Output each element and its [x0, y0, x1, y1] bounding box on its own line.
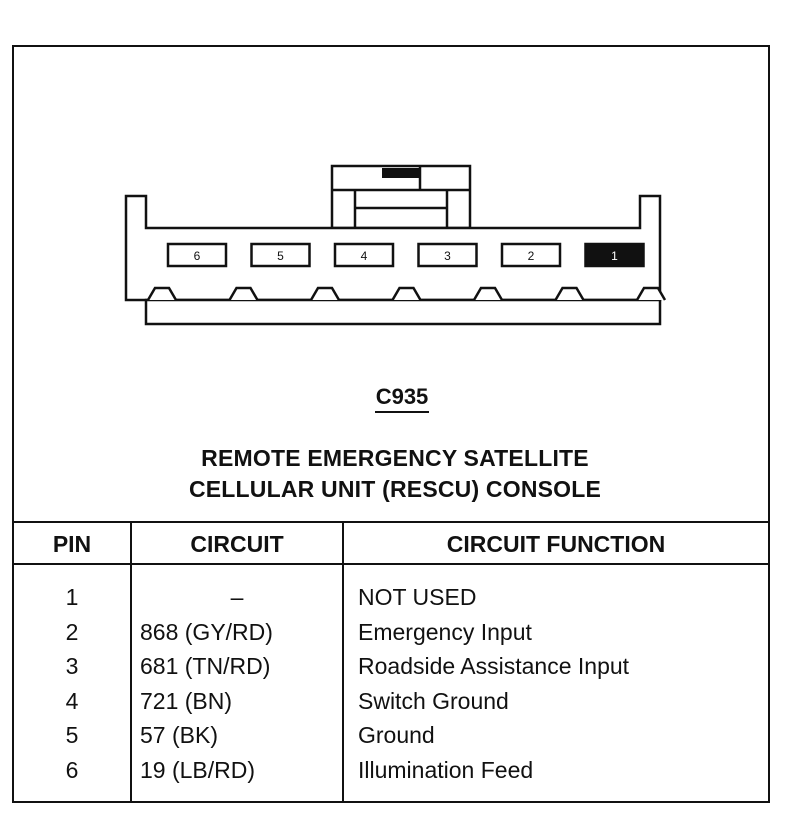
latch-tooth: [309, 286, 341, 301]
latch-tooth: [146, 286, 178, 301]
table-row: 4 721 (BN) Switch Ground: [12, 688, 770, 723]
pin-cavity-label: 6: [194, 249, 201, 263]
circuit-function: Illumination Feed: [358, 756, 534, 783]
circuit-function: NOT USED: [358, 584, 477, 610]
pin-cavity-label: 5: [277, 249, 284, 263]
latch-tooth: [472, 286, 504, 301]
pin-cavity-3: [417, 242, 478, 268]
circuit-code: –: [230, 584, 244, 610]
pin-cavity-4: [333, 242, 395, 268]
header-pin: PIN: [52, 531, 92, 557]
connector-id-text: C935: [374, 384, 430, 413]
table-row: 6 19 (LB/RD) Illumination Feed: [12, 757, 770, 792]
pin-cavity-5: [250, 242, 311, 268]
circuit-code: 721 (BN): [140, 687, 233, 714]
header-circuit-function: CIRCUIT FUNCTION: [446, 531, 666, 557]
header-circuit: CIRCUIT: [190, 531, 284, 557]
table-row: 5 57 (BK) Ground: [12, 722, 770, 757]
locking-tab-window: [382, 168, 420, 178]
table-row: 1 – NOT USED: [12, 584, 770, 619]
pin-cavity-2: [500, 242, 562, 268]
circuit-function: Roadside Assistance Input: [358, 653, 630, 679]
circuit-function: Emergency Input: [358, 618, 532, 645]
table-row: 3 681 (TN/RD) Roadside Assistance Input: [12, 653, 770, 688]
pin-cavity-label: 2: [528, 249, 535, 263]
pin-cavity-1: [584, 242, 645, 268]
latch-tooth: [635, 286, 667, 301]
table-row: 2 868 (GY/RD) Emergency Input: [12, 619, 770, 654]
connector-title-line-2: CELLULAR UNIT (RESCU) CONSOLE: [188, 476, 602, 502]
pin-number: 6: [65, 756, 79, 783]
latch-tooth: [391, 286, 422, 301]
pin-number: 5: [65, 722, 79, 748]
latch-tooth: [554, 286, 585, 301]
pinout-table: PIN CIRCUIT CIRCUIT FUNCTION 1 – NOT USE…: [12, 521, 770, 803]
circuit-code: 868 (GY/RD): [140, 618, 273, 645]
connector-rail: [144, 298, 662, 326]
diagram-frame: [12, 45, 770, 803]
column-divider: [130, 523, 132, 803]
pin-number: 2: [65, 618, 79, 645]
circuit-function: Switch Ground: [358, 687, 509, 714]
latch-tooth: [228, 286, 259, 301]
pin-cavity-6: [166, 242, 228, 268]
circuit-code: 19 (LB/RD): [140, 756, 256, 783]
circuit-function: Ground: [358, 722, 435, 748]
pin-cavity-label: 4: [361, 249, 368, 263]
pin-number: 3: [65, 653, 79, 679]
connector-face-diagram: 6 5 4 3 2 1: [124, 164, 667, 326]
table-rows: 1 – NOT USED 2 868 (GY/RD) Emergency Inp…: [12, 584, 770, 791]
circuit-code: 681 (TN/RD): [140, 653, 271, 679]
pin-cavity-label: 1: [611, 249, 618, 263]
connector-title-line-1: REMOTE EMERGENCY SATELLITE: [201, 445, 589, 471]
pin-cavity-label: 3: [444, 249, 451, 263]
pin-number: 4: [65, 687, 79, 714]
pin-number: 1: [65, 584, 79, 610]
column-divider: [342, 523, 344, 803]
connector-id: C935: [0, 384, 804, 413]
circuit-code: 57 (BK): [140, 722, 218, 748]
header-rule: [12, 563, 770, 565]
